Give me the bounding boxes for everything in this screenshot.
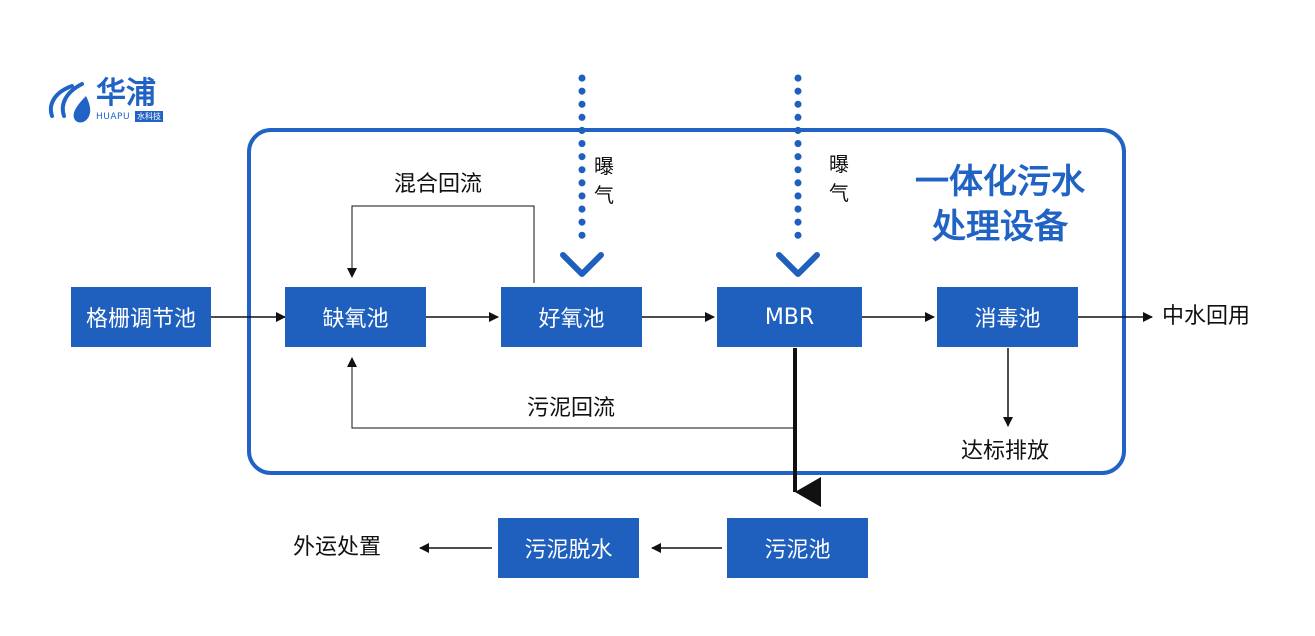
aerobic-tank: 好氧池 (501, 287, 642, 347)
aeration-label-1-char2: 气 (594, 183, 614, 207)
system-frame (247, 128, 1126, 475)
aeration-label-2-char2: 气 (829, 181, 849, 205)
transport-label: 外运处置 (293, 535, 382, 560)
sludge-return-line (347, 357, 795, 429)
anoxic-tank: 缺氧池 (285, 287, 426, 347)
disinfection-tank: 消毒池 (937, 287, 1078, 347)
mbr-unit: MBR (717, 287, 862, 347)
mixed-return-label: 混合回流 (394, 172, 483, 197)
grille-regulating-tank: 格栅调节池 (71, 287, 211, 347)
logo-tag: 水科技 (135, 111, 163, 122)
aeration-chevron-2 (776, 252, 820, 277)
sludge-return-label: 污泥回流 (527, 396, 616, 421)
logo-name: 华浦 (96, 76, 156, 111)
system-title-line1: 一体化污水 (915, 162, 1085, 202)
sludge-dewatering: 污泥脱水 (498, 518, 639, 578)
logo-en: HUAPU (96, 112, 131, 122)
discharge-label: 达标排放 (961, 439, 1050, 464)
aeration-label-2-char1: 曝 (829, 152, 849, 176)
mixed-return-line (347, 205, 535, 283)
sludge-pool: 污泥池 (727, 518, 868, 578)
reuse-label: 中水回用 (1162, 304, 1251, 329)
aeration-label-1-char1: 曝 (594, 154, 614, 178)
logo-icon (49, 82, 91, 123)
system-title-line2: 处理设备 (932, 207, 1068, 247)
aeration-chevron-1 (560, 252, 604, 277)
